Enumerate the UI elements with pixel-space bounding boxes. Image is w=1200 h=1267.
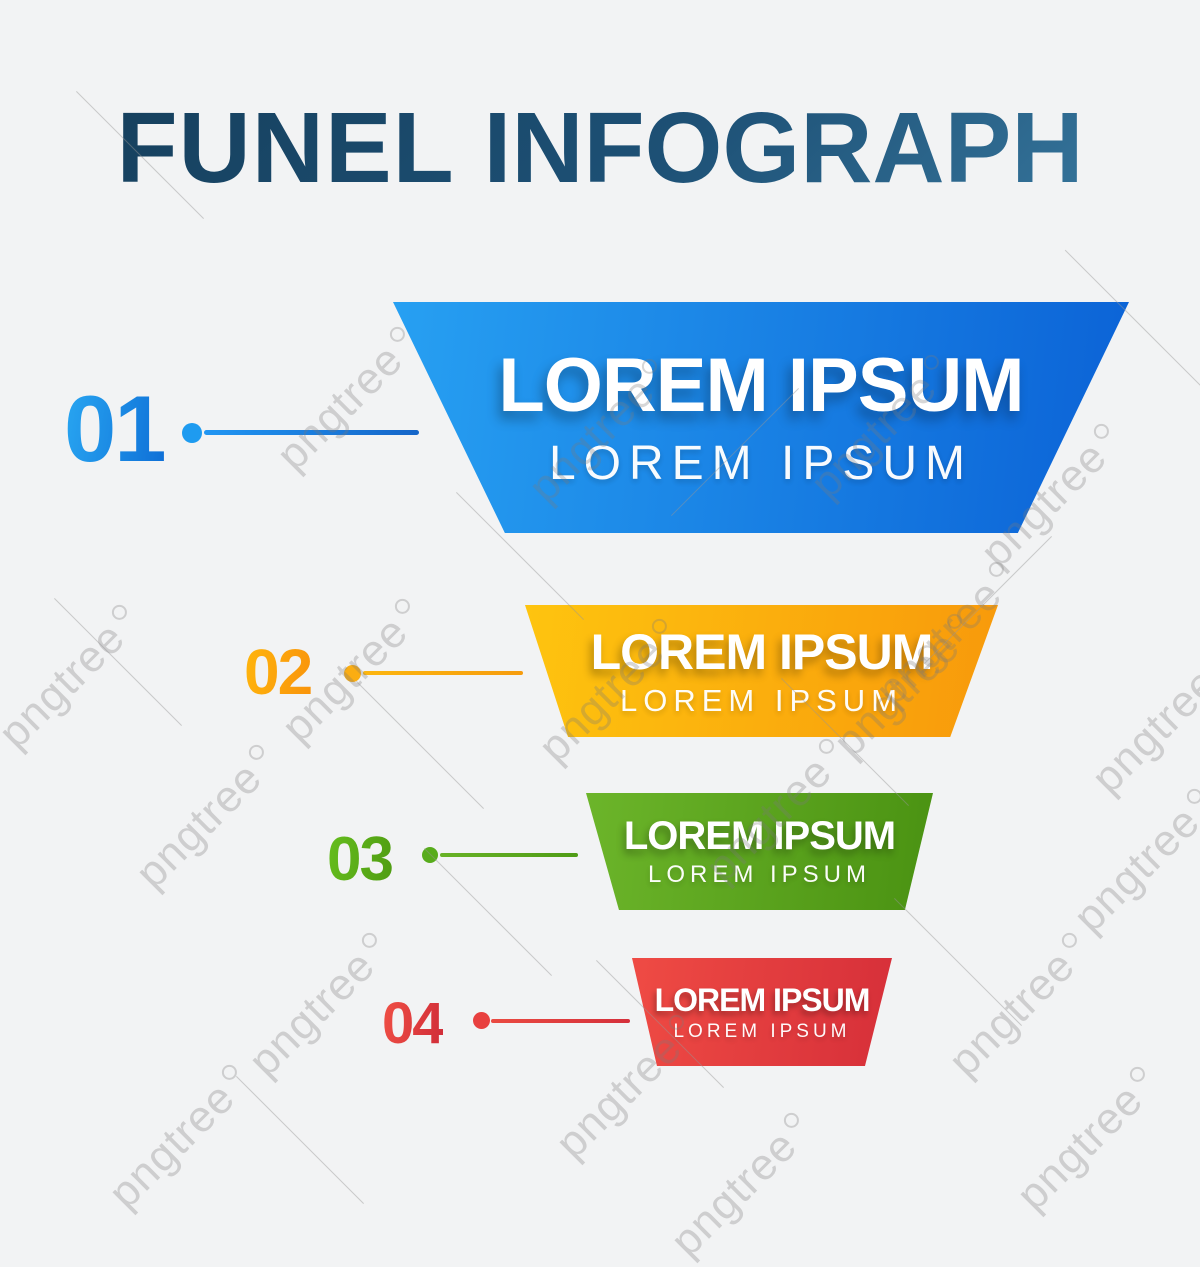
watermark-text: pngtree [1082, 642, 1200, 803]
level-3-number: 03 [327, 825, 394, 894]
watermark-text: pngtree [939, 925, 1100, 1086]
segment-subheading: LOREM IPSUM [647, 861, 872, 888]
watermark-text: pngtree [661, 1105, 822, 1266]
watermark-line [424, 848, 552, 976]
funnel-segment-4: LOREM IPSUM LOREM IPSUM [632, 958, 892, 1066]
page-title: FUNEL INFOGRAPH [0, 96, 1200, 201]
connector-line [440, 853, 578, 857]
segment-heading: LOREM IPSUM [590, 623, 934, 680]
segment-heading: LOREM IPSUM [654, 981, 871, 1018]
watermark-text: pngtree [99, 1057, 260, 1218]
title-word-infograph: INFOGRAPH [483, 92, 1084, 204]
connector-line [363, 671, 523, 675]
connector-dot [422, 847, 438, 863]
connector-dot [182, 423, 202, 443]
connector-dot [344, 665, 361, 682]
watermark-line [356, 681, 484, 809]
watermark-text: pngtree [267, 319, 428, 480]
infographic-canvas: FUNEL INFOGRAPH 01 LOREM IPSUM LOREM IPS… [0, 0, 1200, 1200]
segment-subheading: LOREM IPSUM [548, 436, 974, 490]
watermark-text: pngtree [1064, 781, 1200, 942]
segment-subheading: LOREM IPSUM [619, 682, 904, 718]
funnel-segment-3: LOREM IPSUM LOREM IPSUM [586, 793, 933, 910]
funnel-segment-2: LOREM IPSUM LOREM IPSUM [525, 605, 998, 737]
title-word-funel: FUNEL [116, 92, 455, 204]
connector-line [204, 430, 419, 435]
level-2-number: 02 [244, 636, 313, 708]
watermark-line [236, 1076, 364, 1204]
connector-dot [473, 1012, 490, 1029]
watermark-line [894, 898, 1022, 1026]
level-1-number: 01 [64, 376, 167, 481]
connector-line [491, 1019, 630, 1023]
segment-subheading: LOREM IPSUM [673, 1020, 851, 1042]
segment-heading: LOREM IPSUM [498, 342, 1024, 428]
level-4-number: 04 [382, 991, 444, 1056]
watermark-text: pngtree [1007, 1059, 1168, 1220]
watermark-text: pngtree [0, 597, 151, 758]
watermark-text: pngtree [239, 925, 400, 1086]
watermark-text: pngtree [126, 737, 287, 898]
segment-heading: LOREM IPSUM [623, 814, 896, 858]
funnel-segment-1: LOREM IPSUM LOREM IPSUM [393, 302, 1129, 533]
watermark-line [54, 598, 182, 726]
